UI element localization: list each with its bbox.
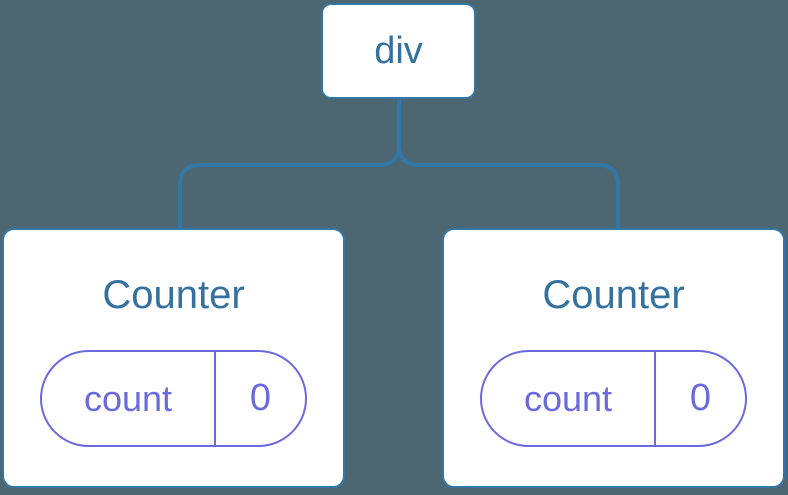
state-pill: count 0 — [40, 350, 307, 447]
state-value: 0 — [654, 352, 745, 445]
state-key-label: count — [523, 377, 613, 419]
root-node: div — [321, 3, 476, 99]
counter-card-right: Counter count 0 — [442, 228, 785, 488]
connector-left-branch — [178, 98, 401, 229]
state-key-label: count — [83, 377, 173, 419]
root-node-label: div — [374, 29, 423, 72]
state-pill: count 0 — [480, 350, 747, 447]
counter-title: Counter — [102, 273, 245, 317]
counter-title: Counter — [542, 273, 685, 317]
counter-card-left: Counter count 0 — [2, 228, 345, 488]
state-value: 0 — [214, 352, 305, 445]
connector-right-branch — [397, 144, 620, 229]
